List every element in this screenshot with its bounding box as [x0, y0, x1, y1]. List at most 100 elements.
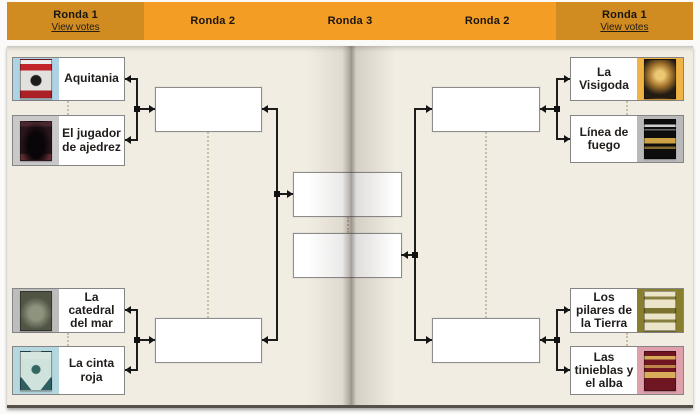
connector-line [414, 108, 432, 110]
round-label: Ronda 2 [190, 15, 236, 27]
book-title: Línea de fuego [579, 124, 629, 152]
entry-linea-de-fuego[interactable]: Línea de fuego [570, 115, 684, 163]
book-cover [13, 347, 59, 394]
connector-line [125, 139, 137, 141]
book-cover-art [20, 120, 52, 161]
book-fold [307, 46, 395, 405]
book-title: La Visigoda [579, 64, 629, 92]
connector-line [276, 108, 278, 341]
connector-arrow [125, 306, 131, 314]
connector-junction [412, 252, 418, 258]
book-title: Aquitania [64, 71, 119, 86]
entry-la-visigoda[interactable]: La Visigoda [570, 57, 684, 101]
round3-slot-bottom [293, 233, 402, 278]
connector-junction [554, 337, 560, 343]
book-title: El jugador de ajedrez [62, 126, 121, 154]
book-cover [637, 289, 683, 332]
entry-las-tinieblas-y-el-alba[interactable]: Las tinieblas y el alba [570, 346, 684, 395]
connector-arrow [564, 306, 570, 314]
round-label: Ronda 1 [53, 9, 98, 21]
connector-line [557, 78, 570, 80]
match-divider-dotted [67, 101, 69, 115]
connector-junction [554, 106, 560, 112]
connector-arrow [125, 75, 131, 83]
rounds-header: Ronda 1 View votes Ronda 2 Ronda 3 Ronda… [7, 2, 694, 40]
entry-la-cinta-roja[interactable]: La cinta roja [12, 346, 125, 395]
connector-line [414, 339, 432, 341]
book-cover-art [20, 59, 52, 99]
connector-arrow [402, 251, 408, 259]
connector-arrow [426, 336, 432, 344]
connector-arrow [125, 366, 131, 374]
connector-line [557, 369, 570, 371]
connector-junction [134, 337, 140, 343]
connector-line [138, 339, 155, 341]
header-col-ronda1-right: Ronda 1 View votes [555, 2, 694, 40]
connector-arrow [540, 336, 546, 344]
round2-slot-left-top [155, 87, 262, 132]
book-title: La cinta roja [68, 356, 115, 384]
connector-arrow [426, 105, 432, 113]
connector-line [401, 254, 415, 256]
view-votes-link[interactable]: View votes [600, 22, 649, 33]
connector-line [262, 339, 278, 341]
entry-los-pilares-de-la-tierra[interactable]: Los pilares de la Tierra [570, 288, 684, 333]
header-col-ronda2-left: Ronda 2 [144, 2, 282, 40]
entry-el-jugador-de-ajedrez[interactable]: El jugador de ajedrez [12, 115, 125, 166]
book-page: Aquitania El jugador de ajedrez La cated… [7, 46, 693, 408]
connector-arrow [564, 135, 570, 143]
connector-line [540, 339, 557, 341]
header-col-ronda2-right: Ronda 2 [418, 2, 556, 40]
match-divider-dotted [626, 101, 628, 115]
entry-la-catedral-del-mar[interactable]: La catedral del mar [12, 288, 125, 333]
book-cover [13, 289, 59, 332]
book-title: Las tinieblas y el alba [574, 349, 634, 391]
connector-line [278, 193, 293, 195]
round3-slot-top [293, 172, 402, 217]
connector-line [138, 108, 155, 110]
book-cover-art [644, 119, 676, 159]
book-cover-art [20, 350, 52, 391]
connector-arrow [149, 336, 155, 344]
entry-aquitania[interactable]: Aquitania [12, 57, 125, 101]
round2-slot-right-bottom [432, 318, 540, 363]
connector-arrow [149, 105, 155, 113]
book-cover [13, 58, 59, 100]
connector-arrow [262, 105, 268, 113]
connector-junction [134, 106, 140, 112]
round-label: Ronda 3 [327, 15, 373, 27]
connector-arrow [564, 75, 570, 83]
view-votes-link[interactable]: View votes [51, 22, 100, 33]
connector-junction [274, 191, 280, 197]
book-cover [13, 116, 59, 165]
connector-arrow [540, 105, 546, 113]
connector-arrow [287, 190, 293, 198]
connector-line [125, 369, 137, 371]
match-divider-dotted [347, 217, 349, 233]
match-divider-dotted [207, 132, 209, 318]
connector-arrow [564, 366, 570, 374]
connector-line [557, 138, 570, 140]
book-cover [637, 116, 683, 162]
book-cover-art [644, 290, 676, 331]
book-cover-art [20, 290, 52, 331]
book-cover-art [644, 350, 676, 391]
book-cover [637, 347, 683, 394]
match-divider-dotted [626, 333, 628, 346]
book-title: Los pilares de la Tierra [575, 289, 633, 331]
connector-line [125, 78, 137, 80]
header-col-ronda1-left: Ronda 1 View votes [7, 2, 145, 40]
connector-line [125, 309, 137, 311]
connector-line [262, 108, 278, 110]
connector-line [540, 108, 557, 110]
connector-arrow [125, 136, 131, 144]
header-col-ronda3: Ronda 3 [281, 2, 419, 40]
round-label: Ronda 2 [464, 15, 510, 27]
round-label: Ronda 1 [602, 9, 647, 21]
connector-line [414, 108, 416, 341]
book-cover [637, 58, 683, 100]
book-cover-art [644, 59, 676, 99]
match-divider-dotted [485, 132, 487, 318]
round2-slot-right-top [432, 87, 540, 132]
